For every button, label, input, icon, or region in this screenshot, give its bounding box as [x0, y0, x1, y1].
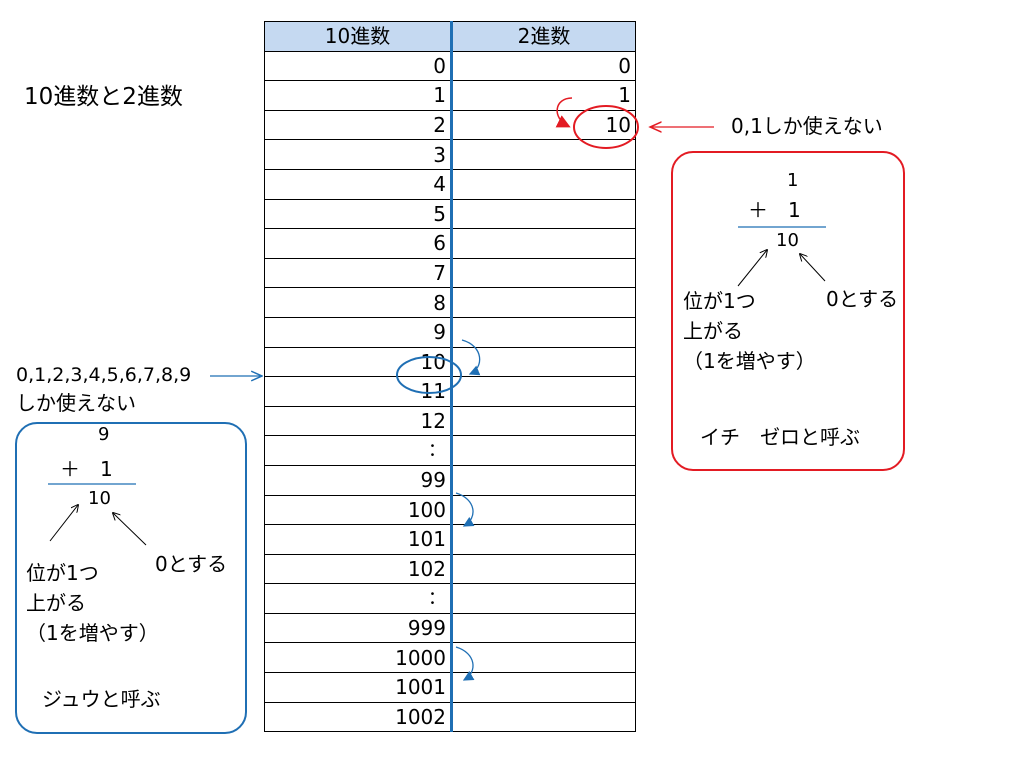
decimal-carry-label-2: 上がる	[26, 591, 86, 615]
carry-arrow-999-to-1000	[455, 646, 475, 681]
decimal-reading-label: ジュウと呼ぶ	[42, 687, 161, 711]
binary-cell	[451, 583, 636, 614]
binary-carry-arrow-up	[737, 250, 767, 287]
decimal-cell: 1001	[264, 672, 453, 703]
table-row: 12	[264, 405, 636, 437]
binary-zero-arrow	[800, 254, 826, 282]
table-row: 1001	[264, 672, 636, 703]
decimal-column-header: 10進数	[264, 21, 453, 52]
decimal-cell: 1002	[264, 701, 453, 733]
table-row: 102	[264, 553, 636, 585]
decimal-ten-circle	[396, 356, 462, 394]
decimal-cell: 1000	[264, 642, 453, 674]
decimal-cell: 100	[264, 494, 453, 526]
table-row: ：	[264, 435, 636, 466]
decimal-digits-note: 0,1,2,3,4,5,6,7,8,9	[16, 364, 192, 386]
carry-arrow-99-to-100	[455, 492, 475, 527]
table-row: 100	[264, 494, 636, 526]
decimal-top-digit: 9	[98, 424, 110, 445]
decimal-cell: ：	[264, 435, 453, 466]
decimal-plus-line: ＋ 1	[60, 457, 113, 481]
decimal-cell: 12	[264, 405, 453, 437]
table-row: 999	[264, 612, 636, 644]
table-row: ：	[264, 583, 636, 614]
decimal-cell: 1	[264, 80, 453, 111]
decimal-cell: 10	[264, 346, 453, 378]
table-row: 9	[264, 316, 636, 348]
binary-cell	[451, 435, 636, 466]
table-row: 1002	[264, 701, 636, 733]
binary-ten-circle	[573, 105, 639, 149]
table-row: 3	[264, 139, 636, 170]
carry-arrow-9-to-10	[461, 339, 481, 376]
decimal-cell: 3	[264, 139, 453, 170]
binary-cell	[451, 198, 636, 230]
table-row: 1000	[264, 642, 636, 674]
binary-column-header: 2進数	[451, 21, 636, 52]
binary-cell	[451, 642, 636, 674]
decimal-carry-label-3: （1を増やす）	[26, 621, 159, 645]
binary-reading-label: イチ ゼロと呼ぶ	[700, 425, 860, 449]
binary-carry-label-1: 位が1つ	[683, 289, 756, 313]
binary-zero-label: 0とする	[826, 287, 899, 311]
binary-cell: 10	[451, 109, 636, 141]
decimal-zero-arrow	[113, 513, 147, 546]
table-row: 10	[264, 346, 636, 378]
table-row: 5	[264, 198, 636, 230]
binary-top-digit: 1	[787, 170, 799, 191]
decimal-cell: ：	[264, 583, 453, 614]
binary-cell	[451, 701, 636, 733]
decimal-zero-label: 0とする	[155, 552, 228, 576]
binary-digits-note: 0,1しか使えない	[731, 114, 883, 138]
decimal-cell: 5	[264, 198, 453, 230]
decimal-cell: 99	[264, 464, 453, 496]
binary-cell	[451, 346, 636, 378]
decimal-carry-arrow	[49, 505, 78, 542]
page-title: 10進数と2進数	[24, 84, 183, 110]
binary-cell	[451, 287, 636, 318]
binary-cell	[451, 612, 636, 644]
binary-carry-label-3: （1を増やす）	[683, 349, 816, 373]
decimal-addition-box	[15, 422, 247, 734]
table-row: 11	[264, 376, 636, 407]
binary-carry-label-2: 上がる	[683, 319, 743, 343]
binary-addition-box	[671, 151, 905, 471]
binary-cell	[451, 168, 636, 200]
decimal-carry-label-1: 位が1つ	[26, 561, 99, 585]
decimal-digits-note-cont: しか使えない	[16, 391, 136, 415]
binary-cell	[451, 257, 636, 289]
decimal-cell: 9	[264, 316, 453, 348]
table-header-row: 10進数 2進数	[264, 21, 636, 52]
table-row: 101	[264, 524, 636, 555]
binary-carry-arrow	[555, 97, 573, 128]
binary-sum-result: 10	[776, 230, 799, 251]
decimal-sum-result: 10	[88, 488, 111, 509]
binary-plus-line: ＋ 1	[748, 198, 801, 222]
binary-cell: 0	[451, 50, 636, 82]
binary-cell	[451, 376, 636, 407]
table-row: 7	[264, 257, 636, 289]
binary-cell	[451, 405, 636, 437]
binary-cell	[451, 494, 636, 526]
